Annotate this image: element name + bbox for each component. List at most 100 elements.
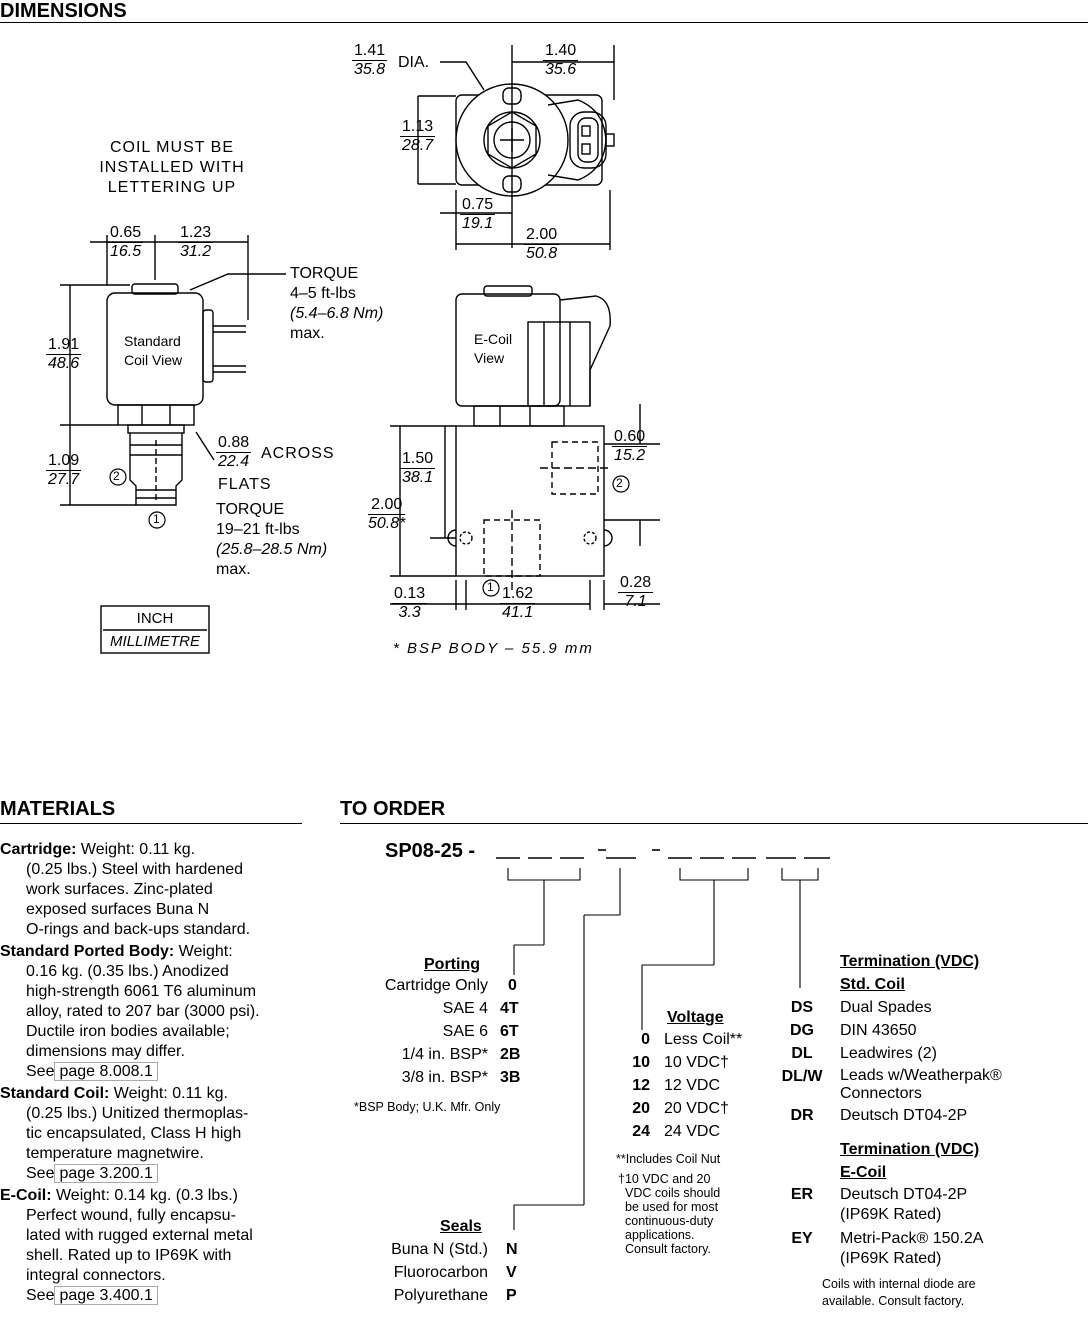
material-text: (0.25 lbs.) Unitized thermoplas- bbox=[26, 1105, 249, 1122]
dim-inch: 0.13 bbox=[392, 585, 428, 604]
porting-code: 0 bbox=[508, 977, 517, 994]
dimensions-rule bbox=[0, 22, 1088, 23]
voltage-label: 20 VDC† bbox=[664, 1100, 729, 1117]
material-text: alloy, rated to 207 bar (3000 psi). bbox=[26, 1003, 260, 1020]
seals-code: N bbox=[506, 1241, 518, 1258]
dim-inch: 1.40 bbox=[543, 42, 579, 61]
note-line: †10 VDC and 20 bbox=[618, 1172, 711, 1186]
material-text: integral connectors. bbox=[26, 1267, 166, 1284]
dim-mm: 7.1 bbox=[624, 593, 647, 610]
dim-inch: 0.28 bbox=[618, 574, 654, 593]
voltage-row: 24 24 VDC bbox=[616, 1122, 776, 1142]
port-1-marker: 1 bbox=[487, 580, 494, 594]
termination-std-subtitle: Std. Coil bbox=[840, 976, 905, 993]
voltage-row: 20 20 VDC† bbox=[616, 1099, 776, 1119]
dimensions-heading: DIMENSIONS bbox=[0, 0, 127, 22]
porting-label: SAE 6 bbox=[442, 1023, 488, 1040]
material-text: shell. Rated up to IP69K with bbox=[26, 1247, 232, 1264]
termination-code: DL/W bbox=[781, 1068, 823, 1085]
units-legend-box bbox=[100, 605, 210, 654]
termination-row: DL Leadwires (2) bbox=[776, 1044, 1076, 1064]
dim-inch: 0.75 bbox=[460, 196, 496, 215]
dim-mm: 19.1 bbox=[462, 215, 494, 232]
note-line: be used for most bbox=[625, 1200, 719, 1214]
voltage-code: 24 bbox=[632, 1123, 650, 1140]
termination-code: DL bbox=[791, 1045, 813, 1062]
torque-max: max. bbox=[290, 325, 325, 342]
material-text: O-rings and back-ups standard. bbox=[26, 921, 251, 938]
termination-label: (IP69K Rated) bbox=[840, 1206, 942, 1223]
porting-note: *BSP Body; U.K. Mfr. Only bbox=[354, 1100, 501, 1114]
material-coil: Standard Coil: Weight: 0.11 kg. (0.25 lb… bbox=[0, 1084, 305, 1184]
coil-page-link[interactable]: page 3.200.1 bbox=[54, 1164, 158, 1183]
materials-heading: MATERIALS bbox=[0, 798, 116, 820]
material-text: work surfaces. Zinc-plated bbox=[26, 881, 213, 898]
voltage-code: 12 bbox=[632, 1077, 650, 1094]
dim-mm: 50.8* bbox=[368, 515, 406, 532]
port-2-marker: 2 bbox=[113, 469, 120, 483]
note-line: applications. bbox=[625, 1228, 695, 1242]
ecoil-page-link[interactable]: page 3.400.1 bbox=[54, 1286, 158, 1305]
porting-label: SAE 4 bbox=[442, 1000, 488, 1017]
dim-inch: 1.13 bbox=[400, 118, 436, 137]
voltage-code: 20 bbox=[632, 1100, 650, 1117]
label-line: Standard bbox=[124, 333, 181, 349]
dim-inch: 0.88 bbox=[216, 434, 252, 453]
porting-code: 4T bbox=[500, 1000, 519, 1017]
material-text: dimensions may differ. bbox=[26, 1043, 185, 1060]
termination-label: DIN 43650 bbox=[840, 1022, 917, 1039]
dim-mm: 35.8 bbox=[354, 61, 386, 78]
material-text: high-strength 6061 T6 aluminum bbox=[26, 983, 257, 1000]
material-text: Weight: bbox=[174, 943, 233, 960]
torque-metric: (25.8–28.5 Nm) bbox=[216, 541, 328, 558]
materials-rule bbox=[0, 823, 302, 824]
see-text: See bbox=[26, 1287, 55, 1304]
termination-e-title: Termination (VDC) bbox=[840, 1141, 980, 1158]
dim-mm: 28.7 bbox=[402, 137, 434, 154]
dim-mm: 35.6 bbox=[545, 61, 577, 78]
porting-title: Porting bbox=[424, 956, 480, 973]
ecoil-view-label: E-Coil View bbox=[474, 330, 512, 368]
seals-code: P bbox=[506, 1287, 517, 1304]
material-label: Standard Coil: bbox=[0, 1085, 110, 1102]
porting-code: 3B bbox=[500, 1069, 521, 1086]
dim-mm: 31.2 bbox=[180, 243, 212, 260]
voltage-label: 24 VDC bbox=[664, 1123, 721, 1140]
flats-label: FLATS bbox=[218, 476, 272, 493]
body-page-link[interactable]: page 8.008.1 bbox=[54, 1062, 158, 1081]
dim-inch: 0.65 bbox=[108, 224, 144, 243]
coil-nut-torque: TORQUE 4–5 ft-lbs (5.4–6.8 Nm) max. bbox=[290, 264, 383, 344]
voltage-code: 0 bbox=[641, 1031, 650, 1048]
order-code-prefix: SP08-25 - bbox=[385, 840, 476, 862]
termination-label: (IP69K Rated) bbox=[840, 1250, 942, 1267]
dim-inch: 0.60 bbox=[612, 428, 648, 447]
voltage-code: 10 bbox=[632, 1054, 650, 1071]
material-text: Weight: 0.11 kg. bbox=[76, 841, 196, 858]
see-text: See bbox=[26, 1063, 55, 1080]
material-text: lated with rugged external metal bbox=[26, 1227, 253, 1244]
termination-label: Leadwires (2) bbox=[840, 1045, 937, 1062]
dim-inch: 2.00 bbox=[368, 496, 406, 515]
seals-title: Seals bbox=[440, 1218, 482, 1235]
dim-mm: 41.1 bbox=[502, 604, 534, 621]
coil-note-line: COIL MUST BE bbox=[109, 139, 235, 156]
torque-label: TORQUE bbox=[216, 501, 285, 518]
note-line: available. Consult factory. bbox=[822, 1294, 965, 1308]
termination-label: Connectors bbox=[840, 1085, 922, 1102]
porting-row: SAE 4 4T bbox=[300, 999, 524, 1019]
dim-mm: 22.4 bbox=[218, 453, 250, 470]
torque-value: 4–5 ft-lbs bbox=[290, 285, 356, 302]
dia-label: DIA. bbox=[398, 54, 430, 71]
